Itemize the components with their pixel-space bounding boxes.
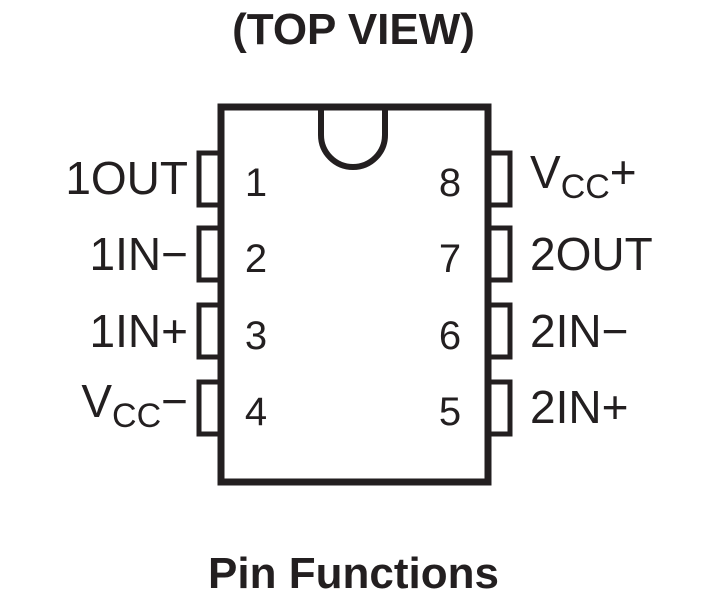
pin-number-8: 8 [438,161,462,205]
pin-label-8: VCC+ [530,146,637,206]
pin-lead-3 [196,302,224,360]
orientation-notch [318,110,388,170]
pin-number-5: 5 [438,390,462,434]
pin-label-3: 1IN+ [89,305,188,357]
pin-number-1: 1 [244,161,268,205]
pin-lead-8 [485,150,513,208]
pin-label-7: 2OUT [530,228,653,280]
pin-label-1: 1OUT [65,152,188,204]
pin-label-6: 2IN− [530,305,629,357]
pin-label-2: 1IN− [89,228,188,280]
pin-label-5: 2IN+ [530,381,629,433]
pin-number-2: 2 [244,237,268,281]
pin-number-4: 4 [244,390,268,434]
pin-lead-4 [196,379,224,437]
diagram-title: (TOP VIEW) [232,5,475,54]
pin-number-6: 6 [438,314,462,358]
pin-lead-1 [196,150,224,208]
pin-lead-7 [485,225,513,283]
pin-number-3: 3 [244,314,268,358]
pin-number-7: 7 [438,237,462,281]
pin-lead-5 [485,379,513,437]
package-body [217,103,492,486]
pin-lead-6 [485,302,513,360]
pin-label-4: VCC− [81,375,188,435]
section-heading: Pin Functions [208,549,499,598]
pin-lead-2 [196,225,224,283]
